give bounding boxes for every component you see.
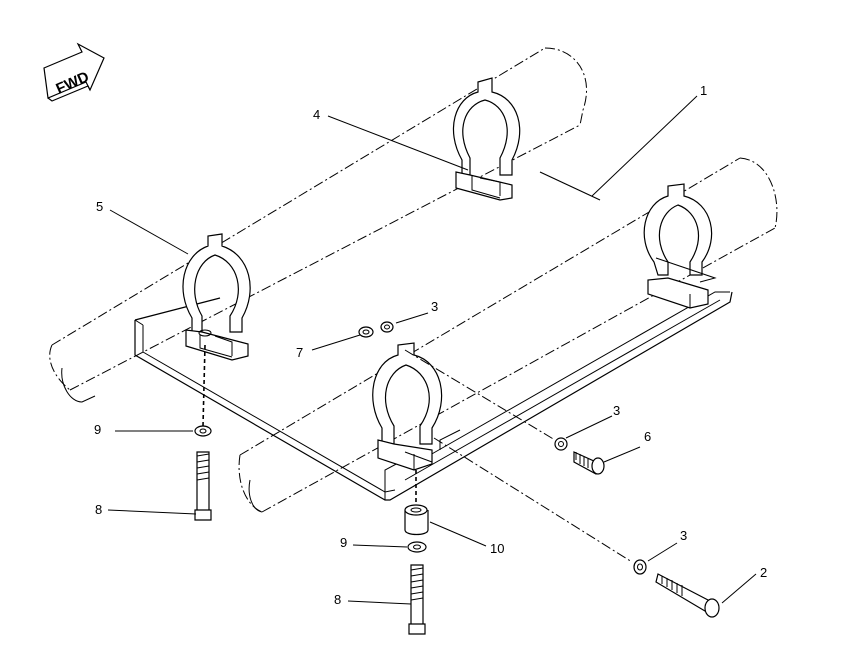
washer-9-lower	[407, 541, 427, 553]
callout-9a: 9	[94, 422, 101, 437]
callout-9b: 9	[340, 535, 347, 550]
bolt-6	[573, 451, 605, 475]
spacer-10	[404, 504, 429, 536]
bolt-2	[655, 573, 720, 618]
clamp-5	[182, 233, 251, 361]
nut-7	[358, 326, 374, 338]
washer-3-upper	[380, 321, 394, 333]
callout-2: 2	[760, 565, 767, 580]
clamp-right	[643, 183, 717, 309]
callout-6: 6	[644, 429, 651, 444]
fwd-arrow-icon: FWD	[43, 42, 105, 102]
callout-10: 10	[490, 541, 504, 556]
callout-5: 5	[96, 199, 103, 214]
washer-3-middle	[554, 437, 568, 451]
callout-4: 4	[313, 107, 320, 122]
leader-lines	[107, 95, 757, 605]
callout-1: 1	[700, 83, 707, 98]
upper-tube	[49, 47, 588, 403]
bolt-8-upper	[194, 451, 212, 521]
washer-9-upper	[194, 425, 212, 437]
callout-8b: 8	[334, 592, 341, 607]
callout-3c: 3	[680, 528, 687, 543]
callout-7: 7	[296, 345, 303, 360]
clamp-4	[453, 77, 521, 201]
washer-3-lower	[633, 559, 647, 575]
bolt-8-lower	[408, 564, 426, 635]
clamp-front	[372, 342, 443, 471]
callout-3b: 3	[613, 403, 620, 418]
tray-plate	[134, 171, 733, 501]
callout-8a: 8	[95, 502, 102, 517]
assembly-lines	[202, 344, 633, 563]
callout-labels: 1 2 3 3 3 4 5 6 7 8 8 9 9 10	[94, 83, 767, 607]
callout-3a: 3	[431, 299, 438, 314]
